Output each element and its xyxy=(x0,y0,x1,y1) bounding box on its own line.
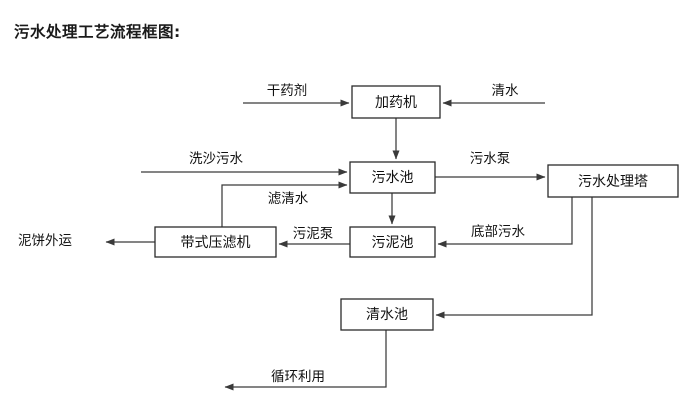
node-label-sewage-pool: 污水池 xyxy=(372,170,414,186)
node-dosing-machine[interactable]: 加药机 xyxy=(351,85,441,119)
node-label-treatment-tower: 污水处理塔 xyxy=(578,174,648,190)
node-box-treatment-tower[interactable] xyxy=(547,164,679,198)
node-label-clear-water-pool: 清水池 xyxy=(366,307,408,323)
edge-belt-filter-to-sewage-pool-filtered-water xyxy=(221,181,348,227)
node-box-belt-filter-press[interactable] xyxy=(154,226,277,258)
edge-label-sewage-pump: 污水泵 xyxy=(470,151,511,167)
terminal-label-mud-cake-out: 泥饼外运 xyxy=(18,233,72,249)
edge-clear-water-pool-to-recycle xyxy=(224,330,387,391)
edge-treatment-tower-to-sludge-pool-bottom-sewage xyxy=(437,197,573,248)
edge-label-filtered-water: 滤清水 xyxy=(268,191,309,207)
edge-label-clean-water: 清水 xyxy=(492,83,520,99)
edge-label-recycle-reuse: 循环利用 xyxy=(271,369,325,385)
node-label-belt-filter-press: 带式压滤机 xyxy=(181,235,251,251)
node-box-clear-water-pool[interactable] xyxy=(340,298,434,331)
node-sludge-pool[interactable]: 污泥池 xyxy=(349,226,436,258)
node-box-sewage-pool[interactable] xyxy=(349,161,436,194)
edge-label-bottom-sewage: 底部污水 xyxy=(471,224,525,240)
node-box-sludge-pool[interactable] xyxy=(349,226,436,258)
node-treatment-tower[interactable]: 污水处理塔 xyxy=(547,164,679,198)
edge-treatment-tower-to-clear-water-pool xyxy=(435,197,593,319)
edge-label-sludge-pump: 污泥泵 xyxy=(293,226,334,242)
page-title: 污水处理工艺流程框图: xyxy=(14,23,181,41)
node-label-dosing-machine: 加药机 xyxy=(375,95,417,111)
node-clear-water-pool[interactable]: 清水池 xyxy=(340,298,434,331)
node-label-sludge-pool: 污泥池 xyxy=(372,235,414,251)
edge-label-dry-chemical: 干药剂 xyxy=(267,83,308,99)
edge-label-sand-wash-sewage: 洗沙污水 xyxy=(189,151,243,167)
node-belt-filter-press[interactable]: 带式压滤机 xyxy=(154,226,277,258)
node-sewage-pool[interactable]: 污水池 xyxy=(349,161,436,194)
node-box-dosing-machine[interactable] xyxy=(351,85,441,119)
